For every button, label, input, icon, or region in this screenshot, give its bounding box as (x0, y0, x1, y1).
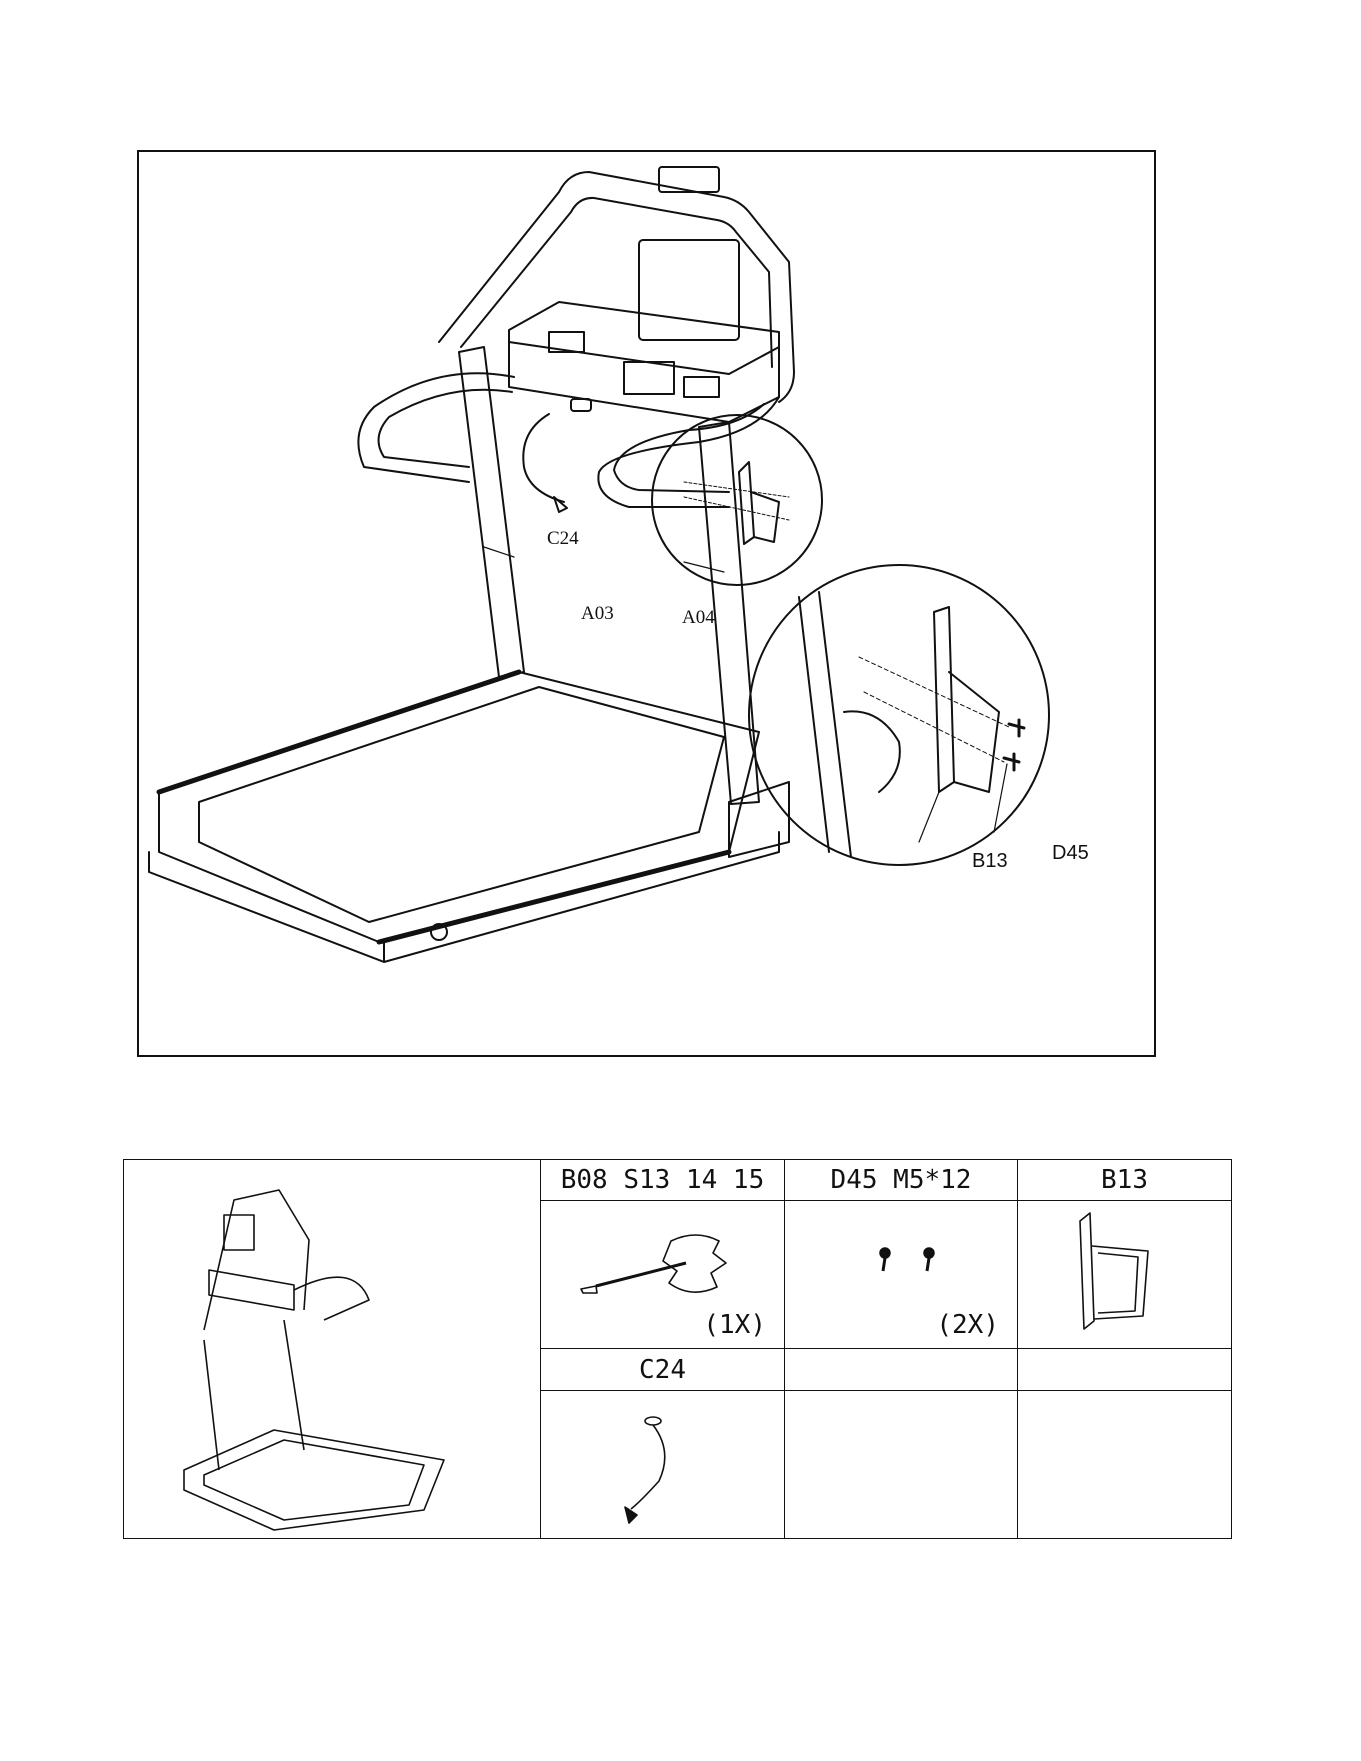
callout-c24: C24 (547, 528, 579, 550)
safety-key-magnet (571, 399, 591, 411)
right-handrail-inner (614, 404, 764, 492)
left-handrail-inner (379, 390, 512, 467)
cell-empty-2 (1018, 1390, 1232, 1538)
left-upright-a03 (459, 347, 524, 677)
cell-tool-set: (1X) (541, 1201, 785, 1349)
cell-safety-key (541, 1390, 785, 1538)
qty-tool-set: (1X) (703, 1310, 766, 1340)
bottle-holder-icon (1018, 1201, 1232, 1348)
detail-2-bottle-holder-b13 (934, 607, 999, 792)
treadmill-assembly-drawing (139, 152, 1156, 1057)
console-center-display (624, 362, 674, 394)
cell-empty-1 (785, 1390, 1018, 1538)
detail-circle-large (749, 565, 1049, 865)
safety-key-icon (541, 1391, 785, 1538)
detail-circle-small (652, 415, 822, 585)
header-empty-2 (1018, 1349, 1232, 1390)
callout-a03: A03 (581, 603, 614, 625)
detail-2-upright-edge-b (819, 592, 851, 857)
top-clip (659, 167, 719, 192)
detail-1-bottle-holder (739, 462, 779, 544)
upper-handlebar-inner (461, 198, 772, 367)
qty-screws: (2X) (936, 1310, 999, 1340)
detail-2-hole-line-a (859, 657, 1009, 727)
detail-2-handrail-stub (844, 711, 900, 792)
detail-2-hole-line-b (864, 692, 1004, 762)
header-empty-1 (785, 1349, 1018, 1390)
header-bottle-holder: B13 (1018, 1160, 1232, 1201)
cell-bottle-holder (1018, 1201, 1232, 1349)
detail-2-screw-top (1009, 720, 1024, 736)
header-safety-key: C24 (541, 1349, 785, 1390)
safety-key-cord (523, 414, 564, 502)
left-side-rail (159, 672, 519, 792)
cell-screws: (2X) (785, 1201, 1018, 1349)
callout-a04: A04 (682, 607, 715, 629)
leader-b13 (919, 792, 939, 842)
treadmill-thumbnail-icon (124, 1160, 541, 1540)
callout-d45: D45 (1052, 842, 1089, 865)
parts-table: B08 S13 14 15 D45 M5*12 B13 (1X) (2X) (123, 1159, 1232, 1539)
safety-key-clip (554, 497, 567, 512)
treadmill-thumbnail-cell (124, 1160, 541, 1539)
detail-1-hole-line-a (684, 482, 789, 497)
running-belt (199, 687, 724, 922)
assembly-diagram-frame: C24 A03 A04 B13 D45 (137, 150, 1156, 1057)
header-screws: D45 M5*12 (785, 1160, 1018, 1201)
header-tool-set: B08 S13 14 15 (541, 1160, 785, 1201)
console-right-display (684, 377, 719, 397)
callout-b13: B13 (972, 850, 1008, 873)
treadmill-deck (159, 672, 759, 942)
